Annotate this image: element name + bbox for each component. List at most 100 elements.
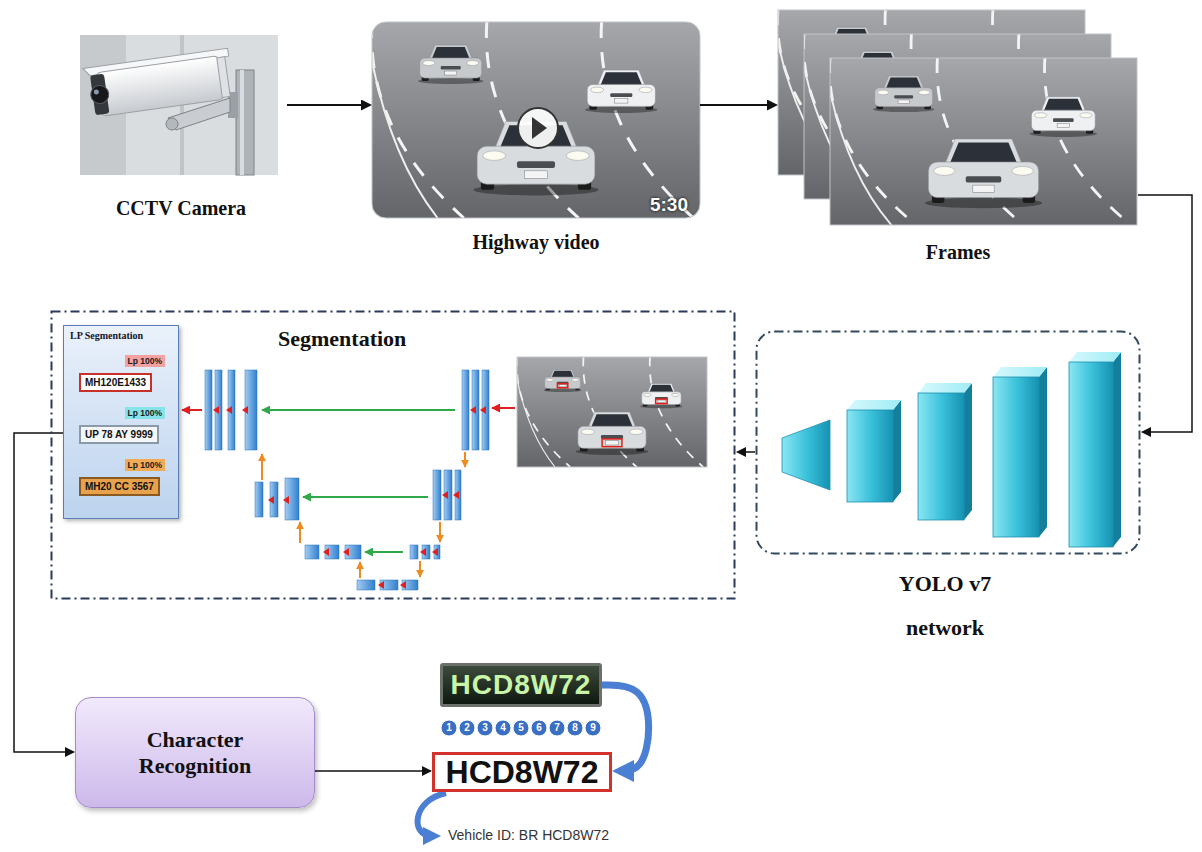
network-block-side (893, 400, 901, 502)
network-block-side (1113, 352, 1121, 547)
input-arrow (492, 407, 515, 409)
plate-detection-box (602, 439, 622, 447)
camera-housing (83, 48, 235, 118)
car-body (875, 88, 933, 107)
output-arrow (182, 409, 202, 411)
node-text: UP 78 AY 9999 (79, 425, 159, 444)
node-text: MH120E1433 (79, 373, 152, 392)
wall (80, 35, 278, 175)
car-headlight (1034, 113, 1046, 118)
car-headlight (639, 87, 652, 93)
road-surface (372, 22, 700, 218)
callout-number: 4 (495, 720, 511, 736)
network-block-top (847, 400, 901, 410)
pole-highlight (240, 70, 244, 175)
plate-result: Lp 100% UP 78 AY 9999 (73, 407, 173, 455)
network-block-top (1069, 352, 1121, 362)
lp-segmentation-panel: LP SegmentationLp 100%MH120E1433Lp 100%U… (63, 325, 179, 519)
feature-map-bar (410, 545, 418, 559)
road-scene (372, 22, 700, 218)
node-text: HCD8W72 (446, 755, 599, 789)
road-surface (830, 58, 1137, 225)
car-headlight (1012, 166, 1033, 175)
car-grille (610, 93, 632, 97)
yolo-network-box: YOLO v7 network (755, 330, 1141, 650)
car-headlight (644, 393, 652, 396)
plate-result: Lp 100% MH120E1433 (73, 355, 173, 403)
car-headlight (672, 393, 680, 396)
callout-number: 2 (459, 720, 475, 736)
sampling-arrow (261, 454, 263, 480)
car-figure (543, 369, 581, 392)
node-text: MH20 CC 3567 (79, 477, 160, 496)
camera-back (217, 57, 230, 98)
road-edge-line (372, 61, 438, 218)
network-block (1069, 362, 1113, 547)
car-plate (658, 400, 666, 403)
text-tag: Lp 100% (125, 407, 166, 419)
callout-number: 1 (441, 720, 457, 736)
flow-arrow (1138, 195, 1192, 432)
sampling-arrow (299, 522, 301, 543)
callout-number: 3 (477, 720, 493, 736)
car-headlight (590, 87, 603, 93)
dashed-border (757, 332, 1140, 554)
unet-figure (182, 370, 515, 590)
digit-circle (549, 720, 565, 736)
car-figure (925, 139, 1042, 208)
skip-connection-arrow (262, 409, 455, 411)
plate-crop: HCD8W72 (440, 663, 602, 707)
car-plate (605, 441, 618, 445)
operation-triangle (226, 406, 232, 414)
feature-map-bar (255, 482, 263, 517)
car-plate (1057, 124, 1069, 128)
car-cabin (944, 139, 1022, 166)
text-tag: 5:30 (650, 194, 688, 216)
car-windshield (591, 414, 633, 427)
car-grille (1053, 118, 1074, 122)
operation-triangle (323, 548, 329, 556)
video-node: 5:30Highway video (372, 22, 700, 262)
road-surface (517, 357, 707, 467)
car-body (578, 426, 646, 448)
operation-triangle (213, 406, 219, 414)
node-text: Segmentation (278, 326, 406, 352)
plate-detection-box (656, 399, 667, 403)
operation-triangle (343, 548, 349, 556)
camera-body (94, 55, 227, 116)
play-circle (518, 108, 558, 148)
car-headlight (877, 90, 888, 95)
car-headlight (483, 151, 506, 161)
node-text: YOLO v7 network (875, 562, 1015, 650)
node-outline (755, 330, 1141, 555)
frames-node: Frames (778, 10, 1138, 270)
digit-circle (513, 720, 529, 736)
car-windshield (1044, 99, 1083, 111)
lane-marking (1045, 58, 1131, 225)
car-headlight (630, 429, 643, 435)
process-box: Character Recognition (75, 697, 315, 808)
play-button (518, 108, 558, 148)
car-headlight (919, 90, 930, 95)
digit-circle (459, 720, 475, 736)
text-tag: Lp 100% (125, 355, 166, 367)
digit-circle (495, 720, 511, 736)
car-plate (559, 385, 566, 387)
car-grille (441, 66, 461, 70)
callout-number: 9 (585, 720, 601, 736)
car-grille (966, 176, 1002, 182)
road-edge-line (517, 379, 555, 467)
car-windshield (600, 72, 642, 85)
car-body (928, 162, 1038, 198)
digit-circle (585, 720, 601, 736)
road-edge-line (830, 91, 891, 225)
feature-map-bar (305, 545, 319, 559)
car-headlight (572, 378, 579, 381)
flow-arrow (287, 104, 370, 106)
camera-lens (90, 84, 110, 104)
operation-triangle (480, 406, 486, 414)
arm-joint (166, 118, 178, 130)
pole (236, 70, 254, 175)
feature-map-bar (205, 370, 212, 450)
